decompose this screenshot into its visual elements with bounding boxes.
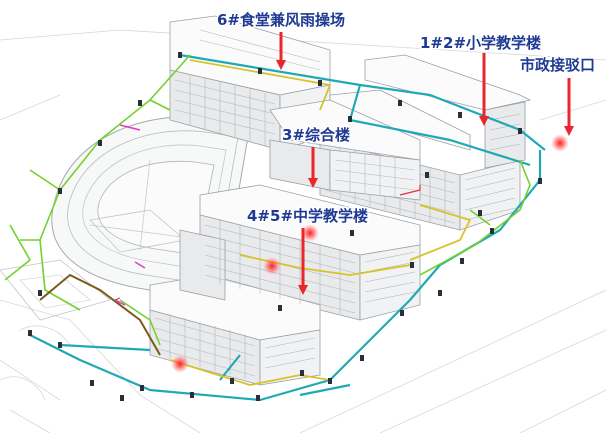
label-canteen: 6#食堂兼风雨操场 <box>217 11 345 29</box>
manholes <box>28 52 542 401</box>
label-middle: 4#5#中学教学楼 <box>247 207 368 225</box>
callout-arrows <box>276 32 574 295</box>
hotspot-markers <box>171 134 569 373</box>
label-municipal: 市政接驳口 <box>520 56 595 74</box>
hotspot-middle-bottom <box>171 355 189 373</box>
hotspot-middle-center <box>263 257 281 275</box>
pipeline-network <box>4 53 546 402</box>
hotspot-municipal <box>551 134 569 152</box>
building-3-complex <box>269 99 421 201</box>
label-primary: 1#2#小学教学楼 <box>420 34 541 52</box>
site-ground-lines <box>0 29 606 433</box>
building-labels: 6#食堂兼风雨操场 1#2#小学教学楼 市政接驳口 3#综合楼 4#5#中学教学… <box>216 10 597 227</box>
label-complex: 3#综合楼 <box>282 126 350 144</box>
hotspot-middle-top <box>301 224 319 242</box>
